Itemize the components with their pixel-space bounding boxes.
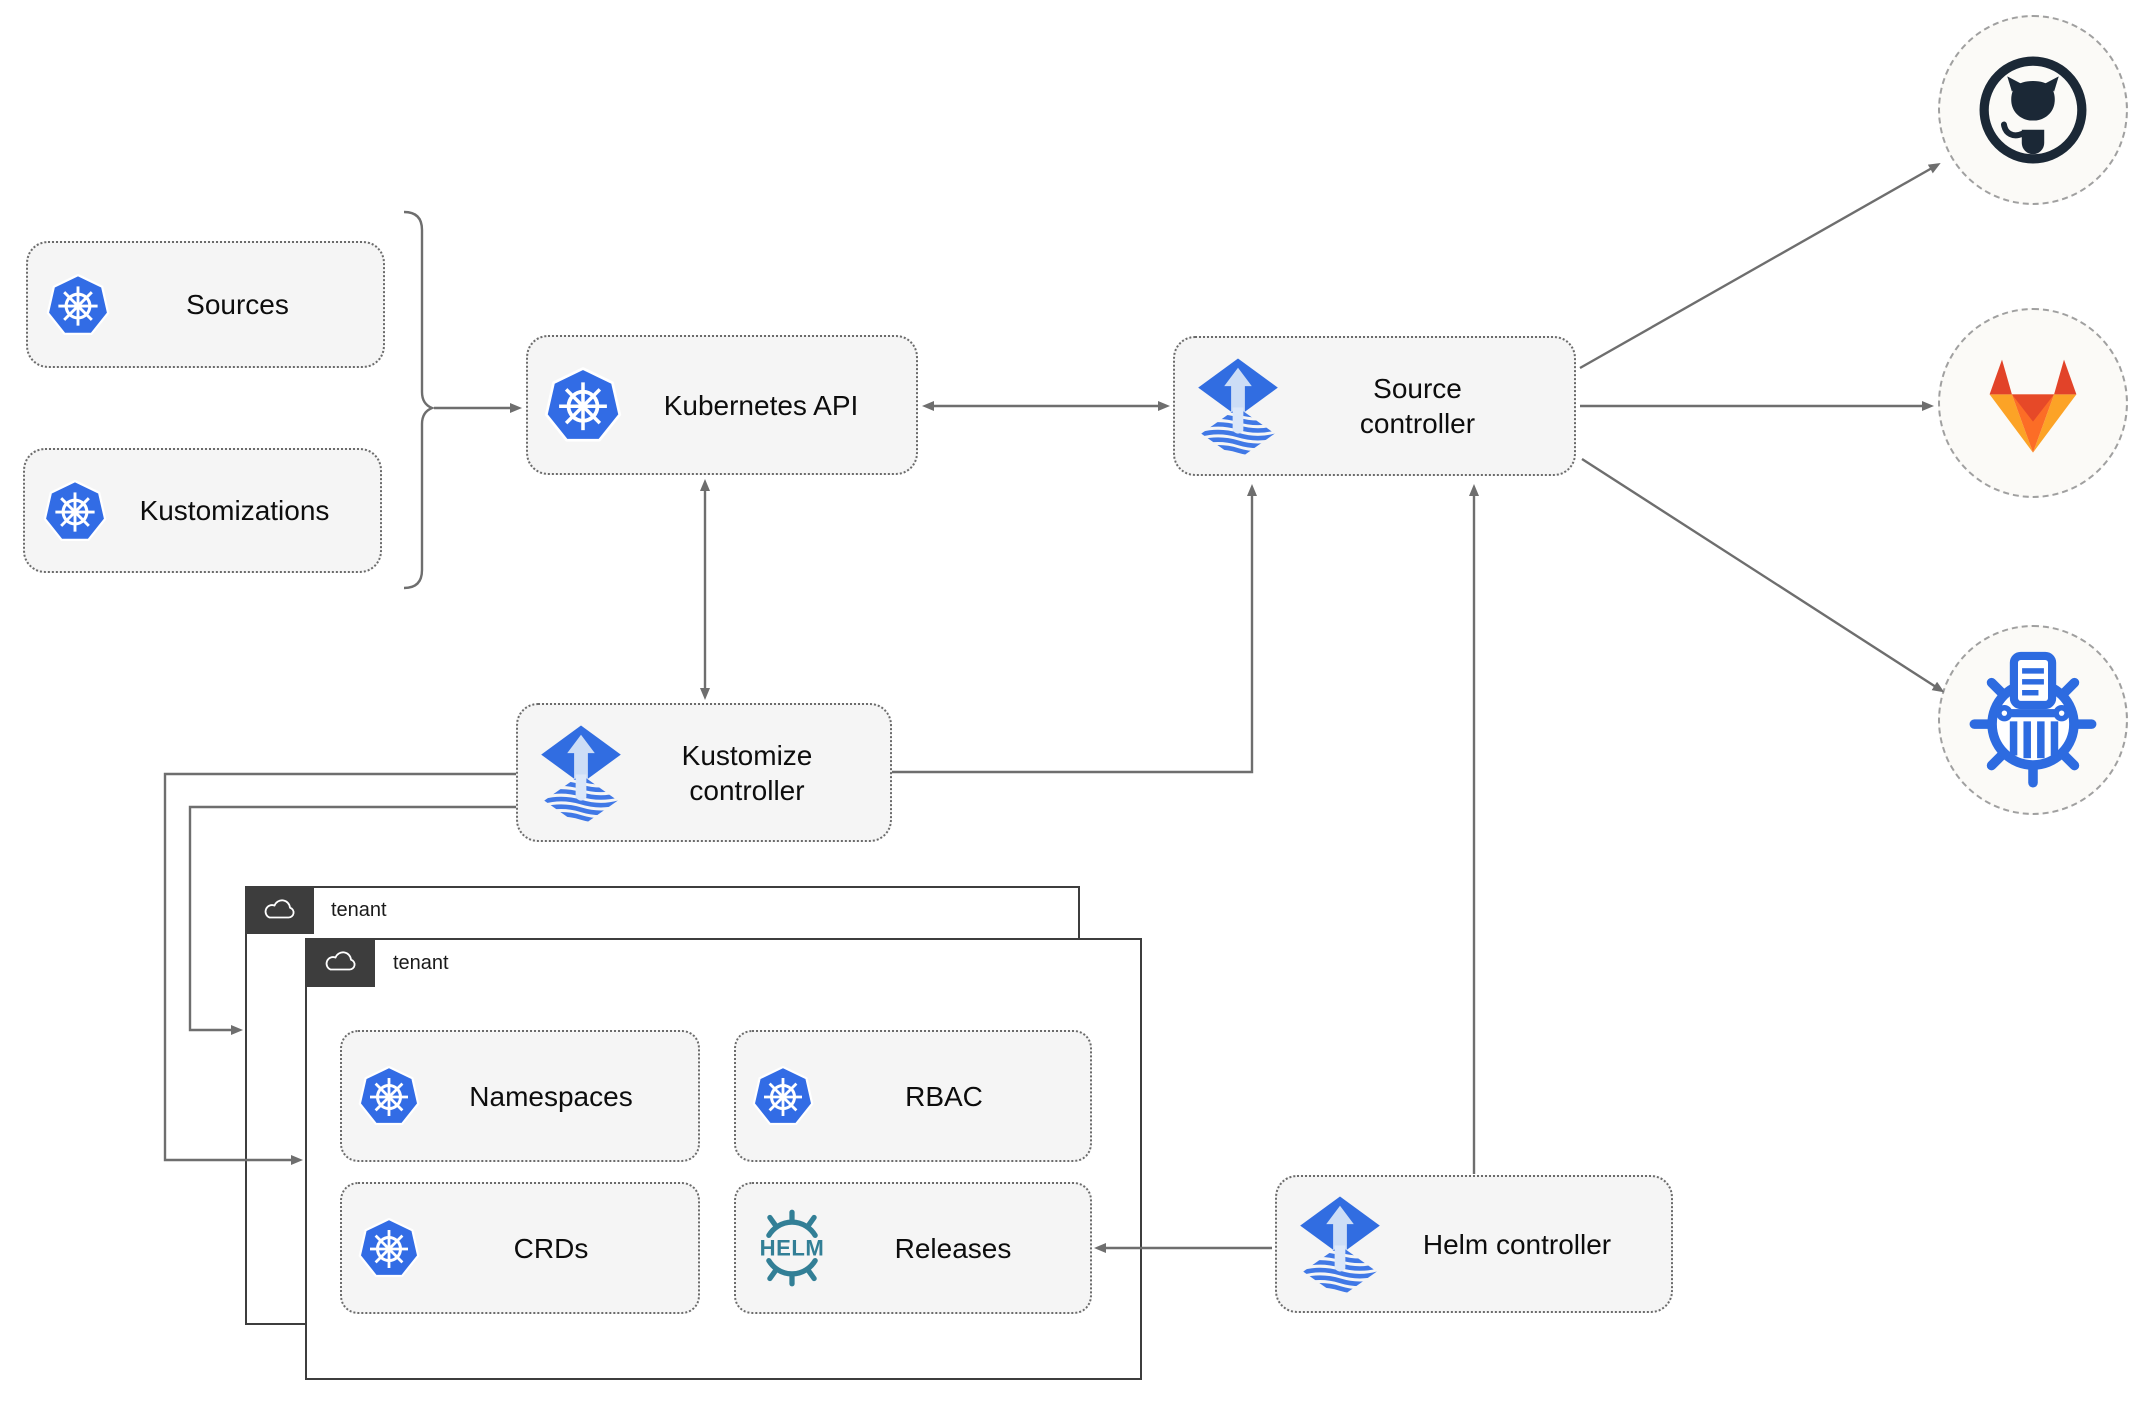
source-controller-node[interactable]: Source controller <box>1173 336 1576 476</box>
source-controller-label: Source controller <box>1359 373 1476 439</box>
kubernetes-api-label: Kubernetes API <box>663 389 859 421</box>
namespaces-node[interactable]: Namespaces <box>340 1030 700 1162</box>
sources-label: Sources <box>186 289 289 320</box>
kubernetes-icon <box>46 273 110 337</box>
gitlab-icon <box>1989 359 2077 453</box>
kustomize-controller-node[interactable]: Kustomize controller <box>516 703 892 842</box>
edge-source-to-chartmuseum <box>1581 457 1945 693</box>
flux-icon <box>538 724 624 822</box>
kustomizations-node[interactable]: Kustomizations <box>23 448 382 573</box>
github-icon <box>1979 56 2087 164</box>
crds-node[interactable]: CRDs <box>340 1182 700 1314</box>
svg-text:HELM: HELM <box>760 1235 825 1260</box>
outer-tenant-label: tenant <box>331 899 387 921</box>
outer-tenant-chip <box>244 885 314 934</box>
gitlab-endpoint[interactable] <box>1938 308 2128 498</box>
kubernetes-icon <box>544 366 622 444</box>
inner-tenant-chip <box>304 937 375 987</box>
namespaces-label: Namespaces <box>469 1080 633 1112</box>
inner-tenant-label: tenant <box>393 952 449 974</box>
flux-icon <box>1195 357 1281 455</box>
helm-icon: HELM <box>752 1208 832 1288</box>
crds-label: CRDs <box>513 1232 589 1264</box>
kustomizations-label: Kustomizations <box>139 495 330 526</box>
edge-kustomize-to-source <box>892 484 1257 774</box>
kubernetes-icon <box>358 1065 420 1127</box>
kubernetes-icon <box>752 1065 814 1127</box>
kubernetes-icon <box>43 479 107 543</box>
sources-group-brace <box>403 210 436 590</box>
cloud-icon <box>325 951 355 971</box>
releases-label: Releases <box>894 1232 1012 1264</box>
releases-node[interactable]: HELM Releases <box>734 1182 1092 1314</box>
kubernetes-api-node[interactable]: Kubernetes API <box>526 335 918 475</box>
edge-source-to-github <box>1579 163 1941 370</box>
rbac-label: RBAC <box>905 1080 983 1112</box>
github-endpoint[interactable] <box>1938 15 2128 205</box>
helm-controller-label: Helm controller <box>1422 1228 1612 1260</box>
sources-node[interactable]: Sources <box>26 241 385 368</box>
chartmuseum-icon <box>1969 651 2097 788</box>
chartmuseum-endpoint[interactable] <box>1938 625 2128 815</box>
kubernetes-icon <box>358 1217 420 1279</box>
helm-controller-node[interactable]: Helm controller <box>1275 1175 1673 1313</box>
flux-icon <box>1297 1195 1383 1293</box>
rbac-node[interactable]: RBAC <box>734 1030 1092 1162</box>
kustomize-controller-label: Kustomize controller <box>681 739 813 806</box>
cloud-icon <box>264 898 295 918</box>
